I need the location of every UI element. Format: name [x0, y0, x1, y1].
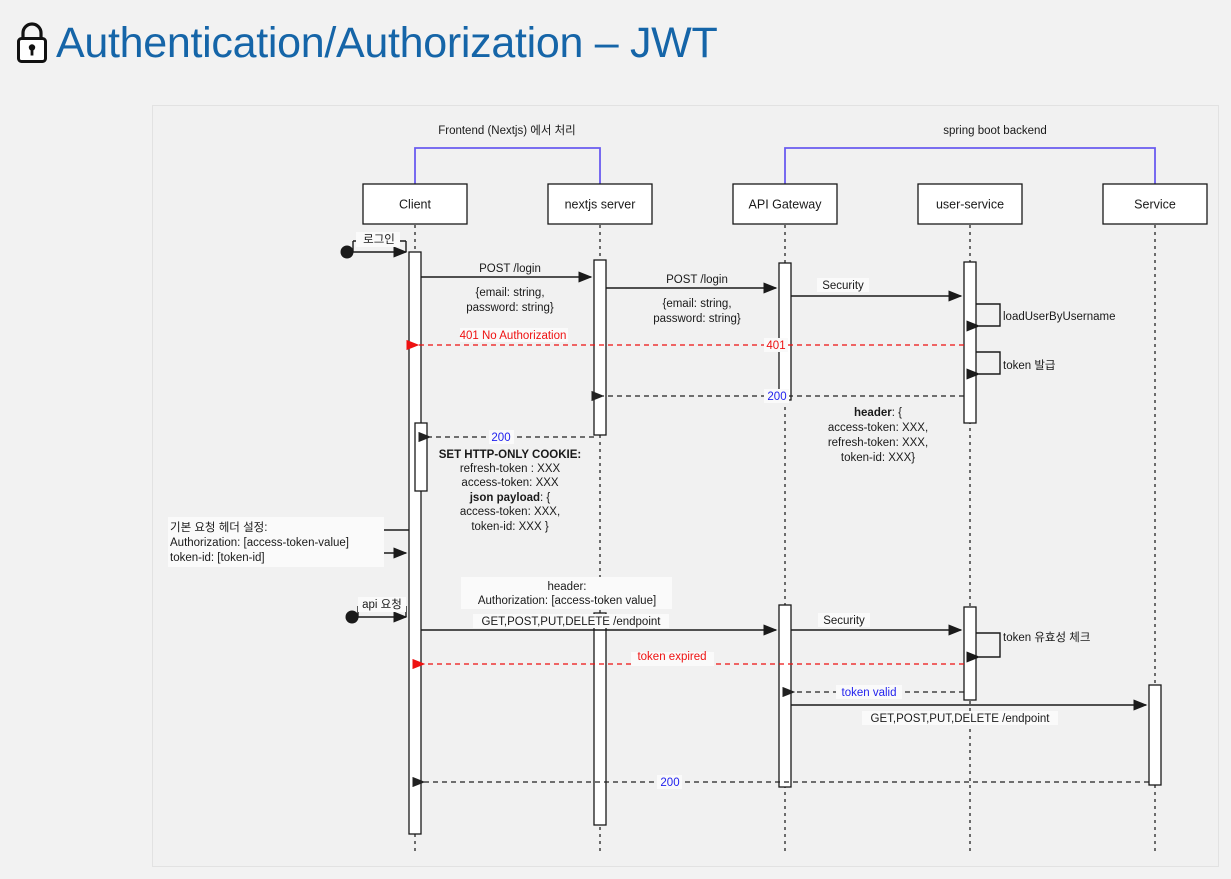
page-title: Authentication/Authorization – JWT: [56, 18, 718, 67]
diagram-frame: [152, 105, 1219, 867]
page-header: Authentication/Authorization – JWT: [12, 10, 718, 76]
lock-icon: [17, 22, 47, 63]
